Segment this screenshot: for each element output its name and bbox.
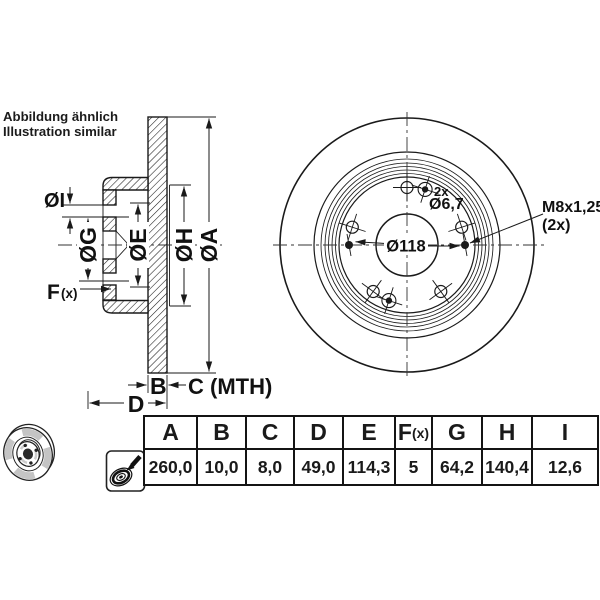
table-value-a: 260,0 [145, 450, 198, 484]
label-dia-g: ØG [75, 227, 101, 263]
table-value-i: 12,6 [547, 456, 583, 477]
label-small-holes-dia: Ø6,7 [429, 196, 464, 213]
fx-main: F [397, 419, 412, 445]
table-header-cell-e: E [344, 417, 396, 448]
label-dia-h: ØH [171, 228, 197, 263]
label-thread-count: (2x) [542, 217, 570, 234]
label-b: B [150, 373, 167, 399]
note-line-en: Illustration similar [3, 123, 117, 139]
section-view: ØI ØG ØE ØH ØA F (x) B C (MTH) D [44, 116, 272, 417]
label-c-mth: C (MTH) [188, 374, 272, 399]
table-value-fx: 5 [396, 450, 433, 484]
wheel-bolt-holes [338, 173, 476, 304]
label-dia-a: ØA [196, 228, 222, 263]
similar-illustration-note: Abbildung ähnlich Illustration similar [3, 109, 119, 139]
label-d: D [128, 391, 145, 417]
dimension-table: A B C D E F(x) G H I 260,0 10,0 8,0 49,0… [143, 415, 599, 486]
fx-suffix: (x) [411, 424, 430, 441]
label-f: F [47, 281, 60, 304]
note-line-de: Abbildung ähnlich [3, 109, 119, 124]
table-header-cell-i: I [561, 419, 569, 445]
label-thread-spec: M8x1,25 [542, 199, 600, 216]
label-pitch-circle: Ø118 [386, 238, 425, 256]
table-header-cell-b: B [198, 417, 247, 448]
table-header-cell-g: G [433, 417, 483, 448]
table-header-cell-h: H [483, 417, 533, 448]
axle-position-icon [105, 450, 146, 492]
label-dia-i: ØI [44, 190, 65, 212]
brake-disc-3d-icon [3, 423, 55, 481]
table-header-cell-d: D [295, 417, 344, 448]
table-value-b: 10,0 [198, 450, 247, 484]
hat-bottom-plate [102, 299, 149, 314]
m8-thread-holes [345, 233, 469, 257]
flange-block [102, 258, 117, 274]
arrow-icon [126, 463, 135, 471]
flange-block [102, 284, 117, 301]
table-header-cell-c: C [247, 417, 295, 448]
label-f-suffix: (x) [61, 286, 78, 301]
table-header-row: A B C D E F(x) G H I [145, 417, 597, 450]
flange-block [102, 216, 117, 232]
table-value-e: 114,3 [344, 450, 396, 484]
label-dia-e: ØE [125, 228, 151, 261]
extension-lines [62, 116, 216, 409]
hat-top-plate [102, 176, 149, 191]
alignment-holes [375, 175, 439, 315]
table-value-c: 8,0 [247, 450, 295, 484]
table-header-cell-a: A [145, 417, 198, 448]
table-value-g: 64,2 [433, 450, 483, 484]
table-header-cell-fx: F(x) [396, 417, 433, 448]
table-value-row: 260,0 10,0 8,0 49,0 114,3 5 64,2 140,4 1… [145, 450, 597, 484]
table-value-d: 49,0 [295, 450, 344, 484]
label-small-holes-count: 2x [434, 184, 449, 199]
table-value-h: 140,4 [483, 450, 533, 484]
flange-block [102, 189, 117, 206]
front-view: Ø118 2x Ø6,7 M8x1,25 (2x) [273, 112, 600, 380]
